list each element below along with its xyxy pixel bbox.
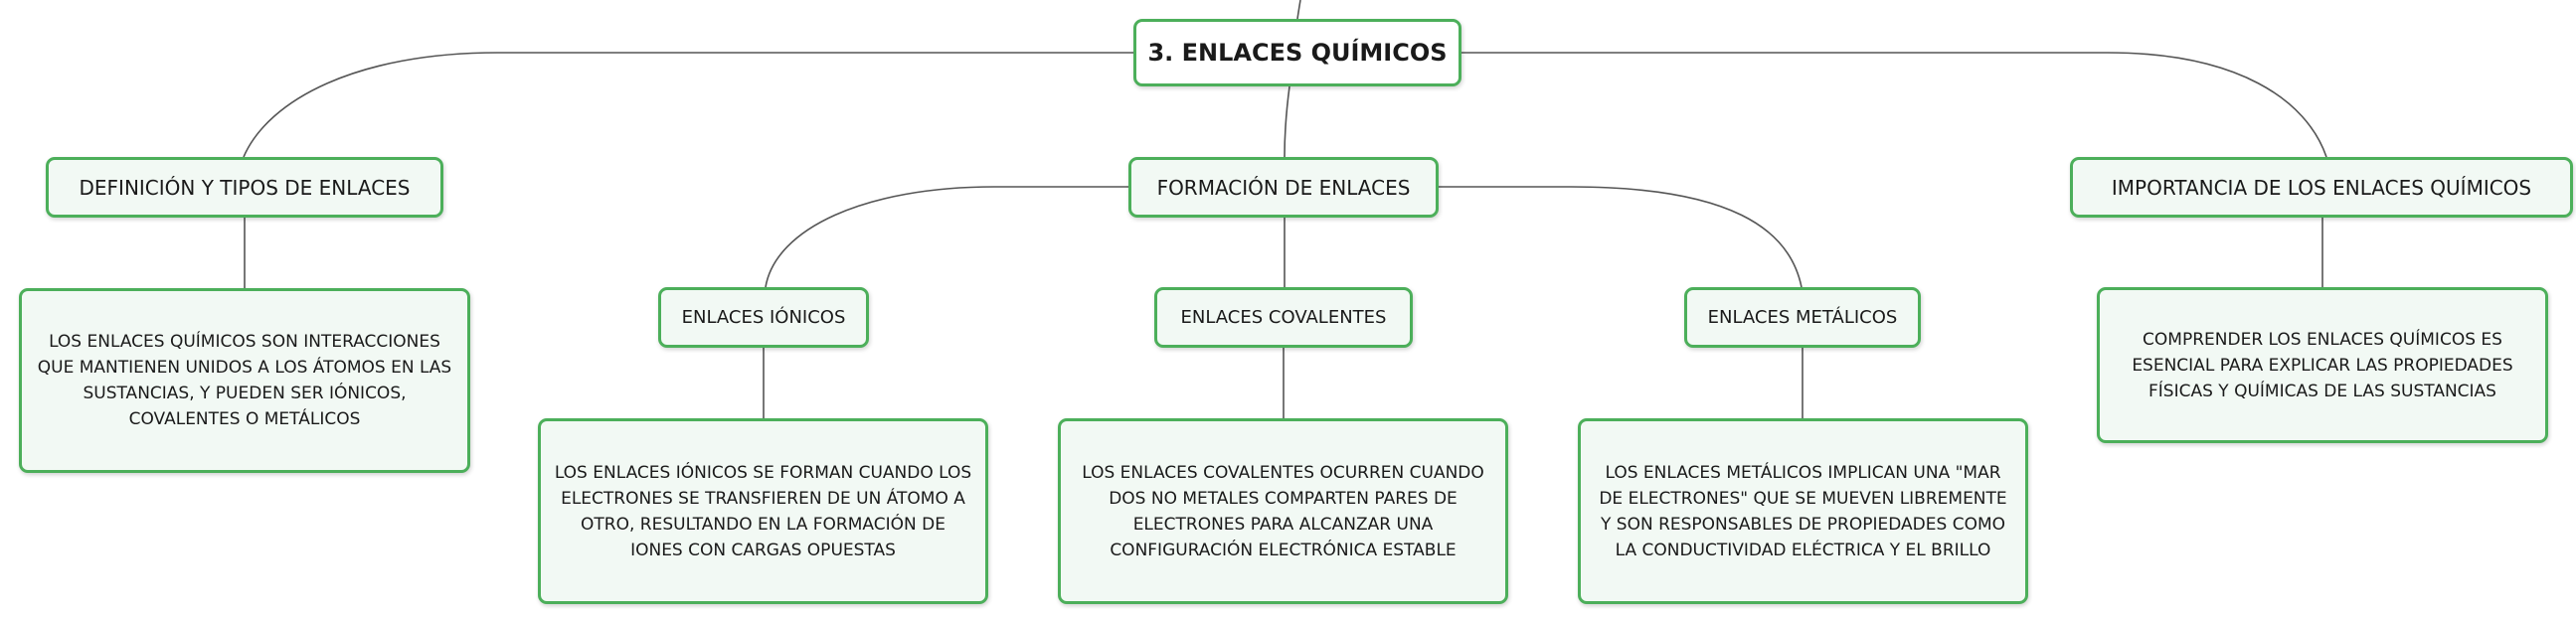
connector-root-definicion [243, 52, 1133, 158]
definicion-detail-node[interactable]: LOS ENLACES QUÍMICOS SON INTERACCIONES Q… [19, 288, 470, 473]
branch-importancia-node[interactable]: IMPORTANCIA DE LOS ENLACES QUÍMICOS [2070, 157, 2573, 218]
metalicos-detail-text: LOS ENLACES METÁLICOS IMPLICAN UNA "MAR … [1599, 462, 2007, 560]
ionicos-detail-text: LOS ENLACES IÓNICOS SE FORMAN CUANDO LOS… [554, 462, 972, 560]
importancia-detail-node[interactable]: COMPRENDER LOS ENLACES QUÍMICOS ES ESENC… [2097, 287, 2548, 443]
ionicos-detail-node[interactable]: LOS ENLACES IÓNICOS SE FORMAN CUANDO LOS… [538, 418, 988, 604]
subtopic-covalentes-node[interactable]: ENLACES COVALENTES [1154, 287, 1413, 348]
subtopic-ionicos-label: ENLACES IÓNICOS [681, 307, 846, 328]
importancia-detail-text: COMPRENDER LOS ENLACES QUÍMICOS ES ESENC… [2132, 329, 2513, 401]
root-topic-node[interactable]: 3. ENLACES QUÍMICOS [1133, 19, 1461, 86]
subtopic-covalentes-label: ENLACES COVALENTES [1180, 307, 1387, 328]
definicion-detail-text: LOS ENLACES QUÍMICOS SON INTERACCIONES Q… [37, 332, 452, 429]
connector-root-importancia [1461, 52, 2327, 158]
connector-formacion-metalicos [1439, 186, 1803, 288]
branch-definicion-node[interactable]: DEFINICIÓN Y TIPOS DE ENLACES [46, 157, 443, 218]
root-topic-label: 3. ENLACES QUÍMICOS [1147, 39, 1448, 67]
metalicos-detail-node[interactable]: LOS ENLACES METÁLICOS IMPLICAN UNA "MAR … [1578, 418, 2028, 604]
branch-formacion-node[interactable]: FORMACIÓN DE ENLACES [1128, 157, 1439, 218]
covalentes-detail-node[interactable]: LOS ENLACES COVALENTES OCURREN CUANDO DO… [1058, 418, 1508, 604]
covalentes-detail-text: LOS ENLACES COVALENTES OCURREN CUANDO DO… [1082, 462, 1484, 560]
connector-parent [1296, 0, 1301, 20]
connector-root-formacion [1284, 85, 1290, 158]
subtopic-metalicos-label: ENLACES METÁLICOS [1707, 307, 1898, 328]
connector-formacion-ionicos [765, 186, 1128, 288]
subtopic-metalicos-node[interactable]: ENLACES METÁLICOS [1684, 287, 1921, 348]
subtopic-ionicos-node[interactable]: ENLACES IÓNICOS [658, 287, 869, 348]
branch-importancia-label: IMPORTANCIA DE LOS ENLACES QUÍMICOS [2111, 175, 2532, 200]
branch-formacion-label: FORMACIÓN DE ENLACES [1156, 175, 1411, 200]
branch-definicion-label: DEFINICIÓN Y TIPOS DE ENLACES [79, 175, 411, 200]
